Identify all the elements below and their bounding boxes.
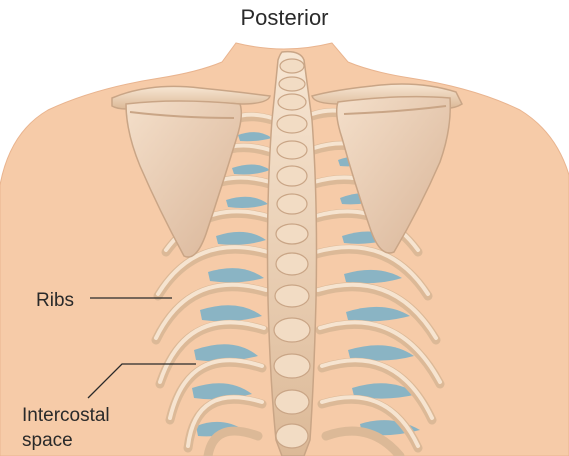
vertebral-column xyxy=(268,52,317,456)
figure-title: Posterior xyxy=(0,6,569,29)
intercostal-space-label-line2: space xyxy=(22,429,73,452)
intercostal-space-label-line1: Intercostal xyxy=(22,404,110,427)
ribs-label: Ribs xyxy=(36,289,74,312)
